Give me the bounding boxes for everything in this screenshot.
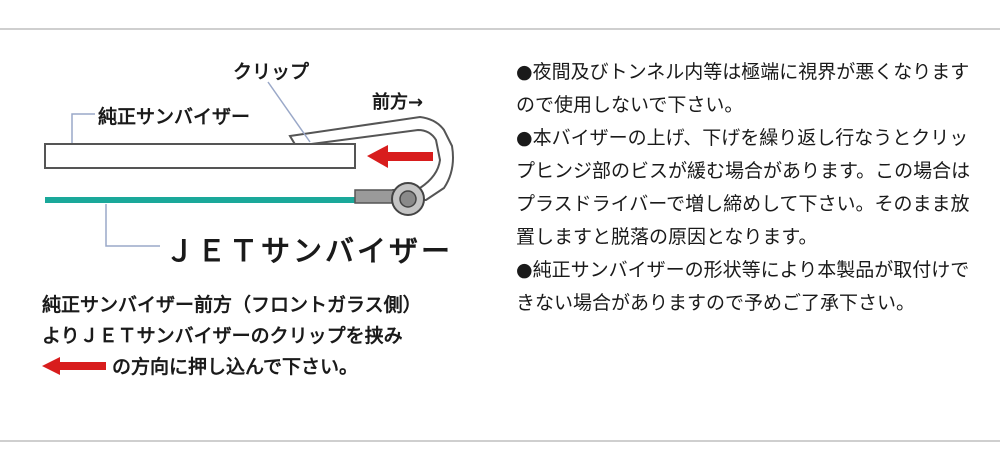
note-item: ●夜間及びトンネル内等は極端に視界が悪くなりますので使用しないで下さい。 [516,61,970,116]
instruction-line-1: 純正サンバイザー前方（フロントガラス側） [42,294,422,316]
instruction-line-3: の方向に押し込んで下さい。 [112,356,359,378]
jet-visor [45,197,397,203]
instruction-line-3-wrap: の方向に押し込んで下さい。 [42,352,492,383]
oem-leader-line [71,113,95,143]
caution-notes: ●夜間及びトンネル内等は極端に視界が悪くなりますので使用しないで下さい。 ●本バ… [516,56,980,320]
hinge-bracket [354,189,396,204]
installation-instruction: 純正サンバイザー前方（フロントガラス側） よりＪＥＴサンバイザーのクリップを挟み… [42,290,492,383]
top-divider [0,28,1000,30]
oem-visor [44,143,356,169]
hinge-screw-inner [399,190,417,208]
note-item: ●本バイザーの上げ、下げを繰り返し行なうとクリップヒンジ部のビスが緩む場合があり… [516,127,971,248]
clip-label: クリップ [233,61,310,83]
clip-leader-line [267,81,311,143]
jet-visor-label: ＪＥＴサンバイザー [165,234,454,268]
installation-diagram [44,81,454,247]
note-item: ●純正サンバイザーの形状等により本製品が取付けできない場合がありますので予めご了… [516,259,970,314]
front-direction-label: 前方→ [372,92,424,113]
instruction-line-2: よりＪＥＴサンバイザーのクリップを挟み [42,325,403,347]
bottom-divider [0,440,1000,442]
oem-visor-label: 純正サンバイザー [98,106,251,128]
red-arrow-icon [42,356,106,375]
push-direction-arrow [367,145,433,168]
jet-leader-line [105,204,160,247]
